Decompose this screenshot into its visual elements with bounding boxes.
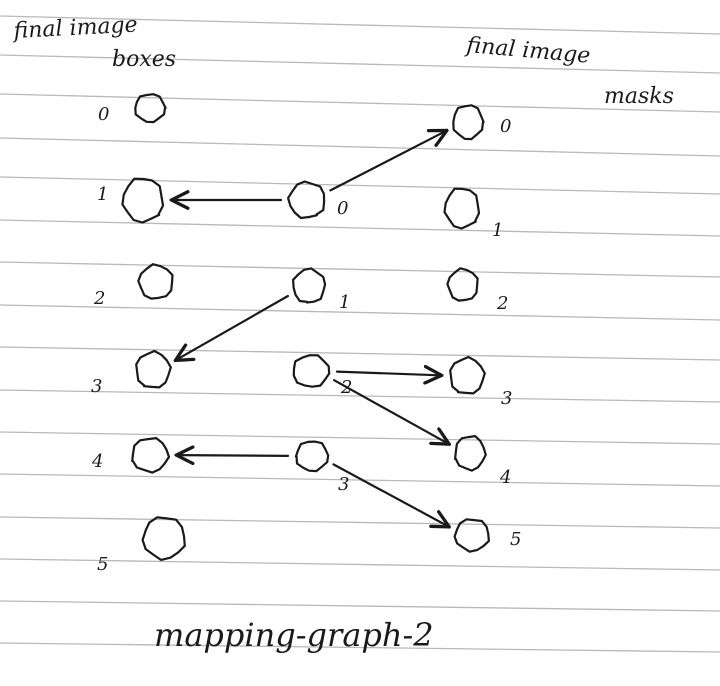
- middle-node-2: [292, 354, 331, 388]
- diagram-caption: mapping-graph-2: [154, 616, 434, 654]
- arrow-middle-3-to-masks-5: [332, 463, 448, 526]
- middle-index-label: 3: [338, 474, 349, 495]
- masks-index-label: 1: [492, 220, 503, 241]
- graph-edges: [173, 131, 448, 526]
- boxes-node-3: [135, 349, 172, 389]
- middle-node-1: [292, 267, 327, 304]
- masks-node-1: [443, 187, 481, 230]
- arrow-middle-1-to-boxes-3: [177, 294, 289, 360]
- boxes-index-label: 4: [91, 451, 103, 472]
- masks-index-label: 0: [500, 116, 511, 137]
- boxes-node-1: [121, 177, 165, 224]
- arrow-middle-3-to-boxes-4: [178, 455, 290, 456]
- arrow-middle-0-to-masks-0: [329, 131, 445, 192]
- middle-index-label: 1: [339, 292, 350, 313]
- middle-node-3: [294, 440, 330, 473]
- masks-index-label: 2: [496, 293, 508, 314]
- masks-node-0: [452, 104, 485, 141]
- masks-index-label: 3: [501, 388, 512, 409]
- boxes-index-label: 0: [98, 104, 109, 125]
- boxes-node-4: [131, 437, 171, 474]
- masks-header-line1: final image: [463, 33, 591, 69]
- arrow-middle-2-to-masks-3: [335, 372, 440, 376]
- boxes-header-line1: final image: [11, 13, 138, 45]
- ruled-lines: [0, 15, 720, 653]
- masks-header-line2: masks: [604, 84, 674, 109]
- boxes-node-2: [137, 263, 174, 300]
- boxes-node-0: [134, 93, 167, 124]
- middle-index-label: 0: [337, 198, 348, 219]
- boxes-index-label: 5: [97, 554, 108, 575]
- masks-node-5: [453, 518, 490, 553]
- masks-node-2: [446, 267, 479, 302]
- masks-node-4: [454, 435, 487, 472]
- masks-index-label: 5: [510, 529, 521, 550]
- masks-index-label: 4: [499, 467, 511, 488]
- boxes-index-label: 3: [91, 376, 102, 397]
- boxes-node-5: [141, 516, 186, 561]
- boxes-index-label: 2: [93, 288, 105, 309]
- middle-node-0: [287, 180, 326, 220]
- boxes-header-line2: boxes: [112, 47, 176, 72]
- masks-node-3: [449, 355, 486, 395]
- boxes-index-label: 1: [97, 184, 108, 205]
- arrow-middle-2-to-masks-4: [333, 379, 448, 443]
